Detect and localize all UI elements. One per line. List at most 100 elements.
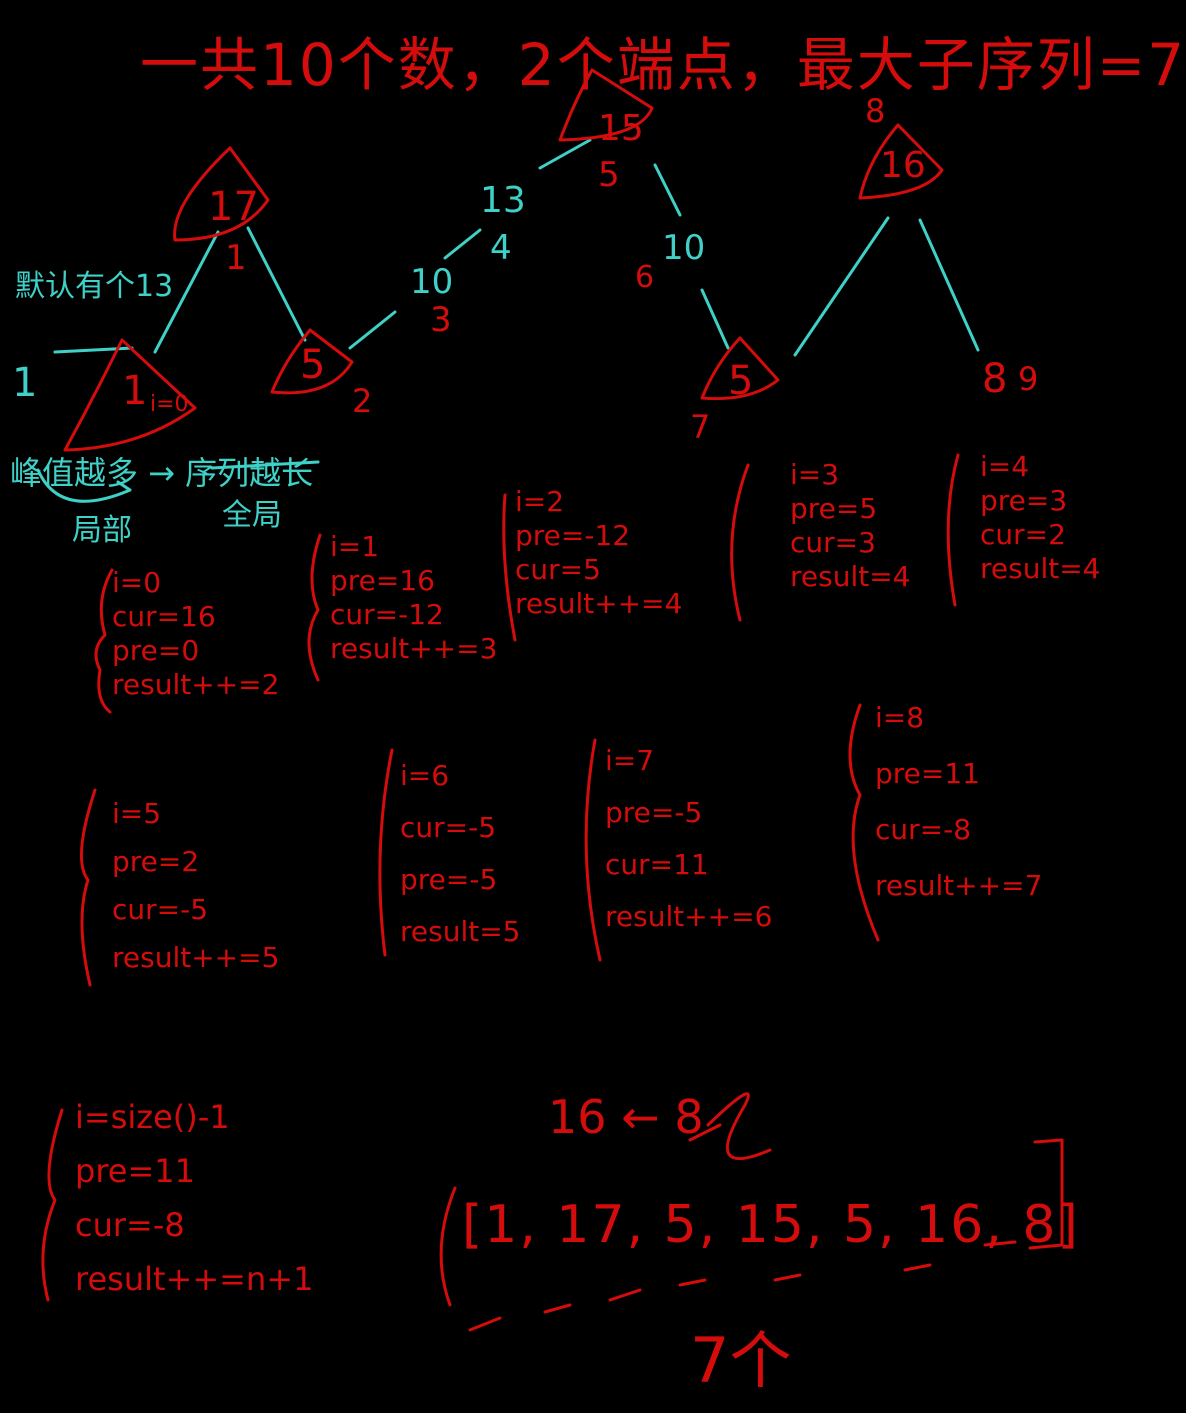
calc-block-i2: i=2 pre=-12 cur=5 result++=4 <box>515 485 682 621</box>
peak-triangle-16 <box>858 123 944 200</box>
diff-5: 5 <box>598 155 620 195</box>
calc-block-final: i=size()-1 pre=11 cur=-8 result++=n+1 <box>75 1090 313 1306</box>
sequence-underlines <box>468 1240 1017 1332</box>
calc-i: i=1 <box>330 530 380 563</box>
peak-value-16: 16 <box>880 145 926 186</box>
diff-2: 2 <box>352 382 373 420</box>
line-default-start <box>53 346 134 354</box>
valley-value-5b: 5 <box>728 358 754 404</box>
block-braces <box>41 453 1064 1332</box>
mid-value-10b: 10 <box>662 228 706 268</box>
valley-triangle-5a <box>270 328 354 395</box>
mid-value-10a: 10 <box>410 262 454 302</box>
calc-line1: pre=11 <box>75 1152 195 1190</box>
peak-triangle-15 <box>558 68 654 142</box>
calc-line1: pre=-5 <box>605 796 703 829</box>
index-i0: i=0 <box>150 392 189 417</box>
page-title: 一共10个数，2个端点，最大子序列=7 <box>140 31 1186 99</box>
calc-line2: cur=11 <box>605 848 709 881</box>
calc-i: i=0 <box>112 566 162 599</box>
calc-line3: result++=6 <box>605 900 773 933</box>
calc-line1: pre=3 <box>980 484 1068 517</box>
line-15-to-10 <box>653 163 682 217</box>
valley-triangle-5b <box>700 336 780 401</box>
calc-line1: pre=11 <box>875 757 980 790</box>
triangle-marks <box>63 68 944 452</box>
calc-i: i=2 <box>515 485 565 518</box>
diff-7: 7 <box>690 408 711 446</box>
line-16-to-8 <box>918 218 980 352</box>
calc-line3: result++=4 <box>515 587 683 620</box>
default-start-1: 1 <box>12 360 38 406</box>
result-count: 7个 <box>690 1324 792 1397</box>
sequence-open-bracket <box>439 1186 457 1307</box>
result-sequence: [1, 17, 5, 15, 5, 16, 8] <box>462 1195 1080 1255</box>
calc-line2: cur=-5 <box>112 893 209 926</box>
calc-line3: result=4 <box>790 560 911 593</box>
diff-6: 6 <box>635 260 655 295</box>
line-10-to-13 <box>443 228 482 260</box>
calc-line2: cur=5 <box>515 553 601 586</box>
calc-line3: result=4 <box>980 552 1101 585</box>
mark-8-top: 8 <box>865 92 886 130</box>
note-global: 全局 <box>222 498 282 533</box>
line-10-to-5 <box>700 288 730 350</box>
calc-line3: result++=2 <box>112 668 280 701</box>
mid-value-13: 13 <box>480 180 526 221</box>
whiteboard-canvas: 一共10个数，2个端点，最大子序列=7 17 15 16 1 5 5 8 i=0… <box>10 31 1185 1397</box>
calc-line2: pre=0 <box>112 634 200 667</box>
end-value-8: 8 <box>982 356 1008 402</box>
underline-global <box>210 460 320 470</box>
calc-i: i=7 <box>605 744 655 777</box>
calc-i: i=4 <box>980 450 1030 483</box>
note-default-13: 默认有个13 <box>15 269 174 304</box>
peak-triangle-17 <box>173 146 270 242</box>
line-17-to-1 <box>153 230 220 354</box>
peak-value-15: 15 <box>598 108 644 149</box>
sequence-close-bracket <box>1028 1138 1064 1250</box>
calc-block-i7: i=7 pre=-5 cur=11 result++=6 <box>605 735 772 943</box>
calc-line1: pre=2 <box>112 845 200 878</box>
note-local: 局部 <box>72 513 132 548</box>
calc-line3: result=5 <box>400 915 521 948</box>
calc-line3: result++=n+1 <box>75 1260 314 1298</box>
calc-i: i=8 <box>875 701 925 734</box>
calc-line1: pre=16 <box>330 564 435 597</box>
drawing-strokes <box>36 68 1064 1332</box>
calc-line2: cur=-12 <box>330 598 444 631</box>
line-17-to-5 <box>246 226 307 342</box>
calc-line2: pre=-5 <box>400 863 498 896</box>
calc-line2: cur=-8 <box>75 1206 185 1244</box>
line-13-to-15 <box>538 138 592 170</box>
calc-line1: cur=-5 <box>400 811 497 844</box>
line-5-to-10 <box>348 310 397 350</box>
valley-triangle-1 <box>63 338 197 452</box>
calc-i: i=size()-1 <box>75 1098 230 1136</box>
diff-1: 1 <box>225 238 247 278</box>
calc-line1: pre=-12 <box>515 519 631 552</box>
diff-9: 9 <box>1018 360 1039 398</box>
calc-block-i6: i=6 cur=-5 pre=-5 result=5 <box>400 750 521 958</box>
calc-line3: result++=5 <box>112 941 280 974</box>
valley-value-5a: 5 <box>300 342 326 388</box>
calc-line1: pre=5 <box>790 492 878 525</box>
arrow-replace <box>688 1092 772 1160</box>
calc-block-i0: i=0 cur=16 pre=0 result++=2 <box>112 566 279 702</box>
note-peaks-longer: 峰值越多 → 序列越长 <box>10 454 314 492</box>
line-5-to-16 <box>793 216 890 357</box>
calc-i: i=3 <box>790 458 840 491</box>
diff-4: 4 <box>490 228 512 268</box>
calc-i: i=6 <box>400 759 450 792</box>
calc-line2: cur=3 <box>790 526 876 559</box>
peak-value-17: 17 <box>208 184 259 230</box>
valley-value-1: 1 <box>122 368 148 414</box>
bracket-local <box>36 468 132 503</box>
calc-block-i4: i=4 pre=3 cur=2 result=4 <box>980 450 1101 586</box>
diff-3: 3 <box>430 300 452 340</box>
calc-block-i8: i=8 pre=11 cur=-8 result++=7 <box>875 690 1042 914</box>
calc-line3: result++=3 <box>330 632 498 665</box>
calc-line2: cur=-8 <box>875 813 972 846</box>
calc-line3: result++=7 <box>875 869 1043 902</box>
calc-block-i1: i=1 pre=16 cur=-12 result++=3 <box>330 530 497 666</box>
calc-i: i=5 <box>112 797 162 830</box>
